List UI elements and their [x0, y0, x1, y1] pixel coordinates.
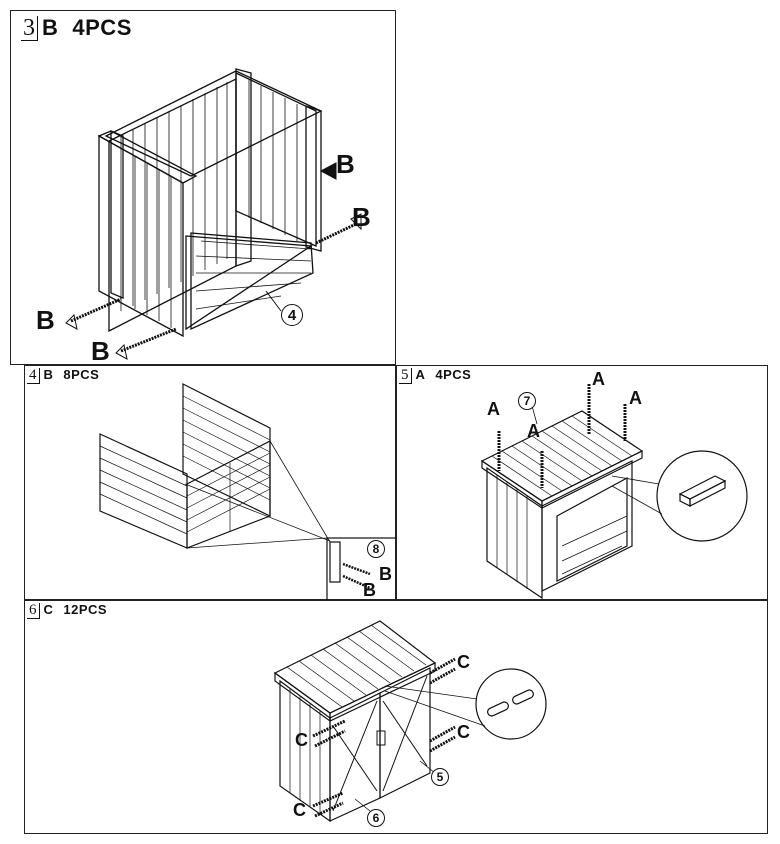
step-4-fastener: B: [43, 367, 54, 382]
step-5-header: 5 A 4PCS: [399, 367, 471, 384]
screw-label-b: B: [363, 580, 376, 600]
part-number-callout: 8: [367, 540, 385, 558]
screw-label-c: C: [295, 730, 308, 750]
step-3-fastener: B: [42, 15, 59, 40]
step-5-quantity: 4PCS: [435, 367, 472, 382]
step-3-quantity: 4PCS: [72, 15, 132, 40]
door-handle-icon: [376, 730, 386, 746]
step-5-number: 5: [399, 368, 412, 384]
step-4-header: 4 B 8PCS: [27, 367, 99, 384]
screw-label-b: B: [352, 202, 371, 232]
step-4-panel: 4 B 8PCS: [24, 365, 397, 601]
screw-label-c: C: [457, 652, 470, 672]
step-4-illustration: [99, 383, 397, 601]
screw-icon: [342, 562, 371, 590]
step-3-number: 3: [21, 16, 38, 41]
floor-panel: [190, 232, 314, 331]
right-door: [379, 667, 431, 799]
step-5-illustration: [480, 384, 748, 600]
step-6-panel: 6 C 12PCS: [24, 600, 768, 834]
screw-label-a: A: [527, 421, 540, 441]
screw-label-b: B: [336, 149, 355, 179]
step-4-number: 4: [27, 368, 40, 384]
screw-icon: [497, 384, 627, 488]
part-number-callout: 4: [281, 304, 303, 326]
step-6-number: 6: [27, 603, 40, 619]
step-5-panel: 5 A 4PCS: [396, 365, 768, 600]
step-4-quantity: 8PCS: [63, 367, 100, 382]
screw-label-b: B: [379, 564, 392, 584]
part-number-callout: 6: [367, 809, 385, 827]
screw-label-c: C: [457, 722, 470, 742]
step-6-fastener: C: [43, 602, 54, 617]
screw-label-a: A: [487, 399, 500, 419]
screw-label-b: B: [91, 336, 110, 366]
step-6-illustration: [273, 620, 547, 823]
screw-label-a: A: [592, 369, 605, 389]
part-number-callout: 5: [431, 768, 449, 786]
part-number-callout: 7: [518, 392, 536, 410]
screw-label-c: C: [293, 800, 306, 820]
step-5-fastener: A: [415, 367, 426, 382]
step-6-quantity: 12PCS: [63, 602, 108, 617]
right-panel: [235, 71, 317, 247]
screw-label-b: B: [36, 305, 55, 335]
step-3-header: 3 B 4PCS: [21, 15, 132, 41]
step-3-panel: 3 B 4PCS: [10, 10, 396, 365]
step-6-header: 6 C 12PCS: [27, 602, 107, 619]
screw-icon: [65, 162, 362, 360]
screw-label-a: A: [629, 388, 642, 408]
screw-icon: [312, 657, 456, 818]
left-panel: [98, 134, 184, 338]
step-3-illustration: [65, 68, 362, 360]
